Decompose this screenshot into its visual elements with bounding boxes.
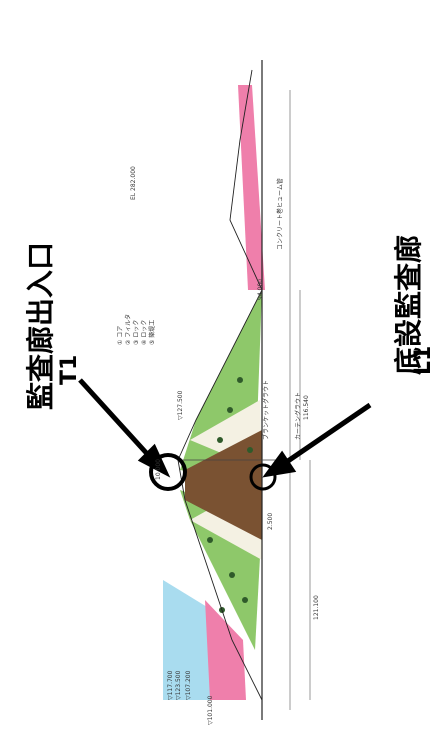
downstream-pink-zone [238, 85, 265, 290]
note-blanket-grout: ブランケットグラウト [262, 380, 270, 440]
elevation-label-4: ▽101.000 [207, 695, 214, 725]
gallery-entrance-code: T1 [57, 355, 82, 385]
legend-embankment: ⑤ 築堤工 [148, 320, 156, 345]
impervious-core [185, 430, 262, 540]
dim-label-2: 116.540 [303, 395, 310, 420]
note-hume-pipe: コンクリート巻ヒューム管 [276, 178, 284, 250]
callout-labels: 監査廊出入口 T1 底設監査廊 L1 [24, 235, 430, 410]
elevation-label-2: ▽123.500 [175, 670, 182, 700]
elevation-label-1: ▽117.700 [167, 670, 174, 700]
dim-label-4: 10.000 [155, 459, 162, 480]
bottom-gallery-title: 底設監査廊 [392, 235, 425, 375]
dim-label-3: 94.000 [257, 279, 264, 300]
dim-label-5: 2.500 [267, 513, 274, 530]
upstream-pink-zone [205, 600, 246, 700]
gallery-entrance-title: 監査廊出入口 [24, 242, 57, 410]
bottom-gallery-marker [249, 463, 277, 491]
gallery-entrance-marker [149, 453, 187, 491]
elevation-label-5: ▽127.500 [177, 390, 184, 420]
legend-filter: ② フィルタ [124, 314, 132, 345]
drawing-labels: ① コア ② フィルタ ③ ロック ④ ロック ⑤ 築堤工 ▽117.700 ▽… [117, 166, 320, 725]
elevation-label-3: ▽107.200 [185, 670, 192, 700]
note-curtain-grout: カーテングラウト [294, 392, 302, 440]
rock-dots [207, 377, 253, 613]
legend-rock-2: ④ ロック [141, 320, 148, 345]
legend-rock-1: ③ ロック [133, 320, 140, 345]
top-crest-label: EL 282.000 [130, 166, 137, 200]
dimension-lines [289, 90, 311, 710]
dim-label-1: 121.100 [313, 595, 320, 620]
bottom-gallery-code: L1 [411, 346, 430, 375]
legend-core: ① コア [117, 326, 124, 345]
